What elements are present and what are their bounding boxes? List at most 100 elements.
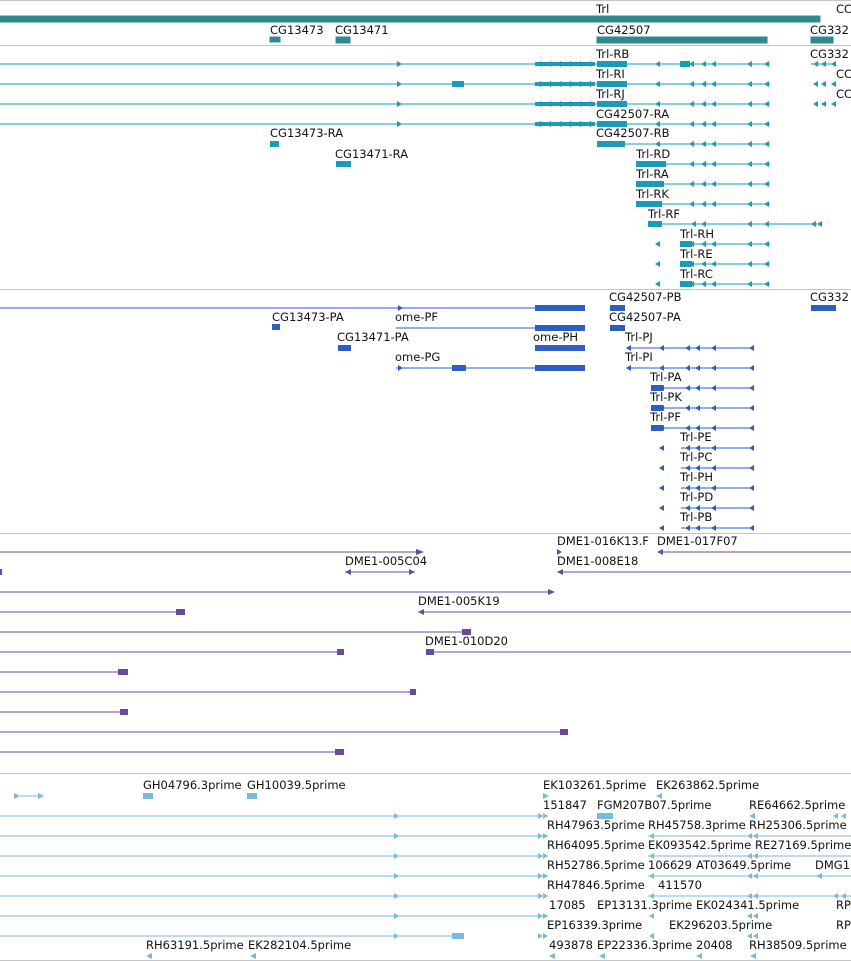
strand-arrow-icon <box>659 425 664 431</box>
strand-arrow-icon <box>711 281 716 287</box>
strand-arrow-icon <box>689 261 694 267</box>
clone-dme1-005k19[interactable] <box>418 609 851 615</box>
est-row-1[interactable] <box>14 793 662 799</box>
label-ep13131: EP13131.3prime <box>597 898 692 912</box>
transcript-trl-re[interactable] <box>680 261 770 267</box>
strand-arrow-icon <box>655 121 660 127</box>
label-at03649: AT03649.5prime <box>696 858 791 872</box>
clone-row-2-stub[interactable] <box>0 569 2 575</box>
protein-track[interactable] <box>0 305 836 531</box>
est-exon-ticks <box>394 813 846 939</box>
clone-row-11[interactable] <box>0 749 344 755</box>
gene-cg332-bar[interactable] <box>810 36 834 44</box>
strand-arrow-icon <box>626 345 631 351</box>
clone-row-4[interactable] <box>0 609 185 615</box>
strand-arrow-icon <box>394 893 399 899</box>
strand-arrow-icon <box>655 161 660 167</box>
strand-arrow-icon <box>398 305 403 311</box>
label-trl-re: Trl-RE <box>679 247 713 261</box>
gene-cg13471-glyph[interactable] <box>335 36 351 44</box>
label-trl-pb: Trl-PB <box>679 510 712 524</box>
strand-arrow-icon <box>689 241 694 247</box>
protein-trl-pa[interactable] <box>651 385 754 391</box>
est-row-8[interactable] <box>0 933 464 939</box>
transcript-track[interactable] <box>0 61 836 287</box>
strand-arrow-icon <box>695 365 700 371</box>
strand-arrow-icon <box>659 505 664 511</box>
strand-arrow-icon <box>397 101 402 107</box>
strand-arrow-icon <box>747 933 752 939</box>
transcript-trl-rb[interactable] <box>0 61 770 67</box>
strand-arrow-icon <box>749 525 754 531</box>
strand-arrow-icon <box>394 913 399 919</box>
est-row-5[interactable] <box>0 873 851 879</box>
est-row-2[interactable] <box>0 813 755 819</box>
gene-label-cut: CC <box>836 2 851 16</box>
strand-arrow-icon <box>831 101 836 107</box>
transcript-trl-rc[interactable] <box>680 281 770 287</box>
label-trl-pk: Trl-PK <box>649 390 682 404</box>
strand-arrow-icon <box>560 101 565 107</box>
strand-arrow-icon <box>711 485 716 491</box>
strand-arrow-icon <box>655 281 660 287</box>
protein-trl-pk[interactable] <box>651 405 754 411</box>
strand-arrow-icon <box>833 893 838 899</box>
label-ep16339: EP16339.3prime <box>547 918 642 932</box>
strand-arrow-icon <box>695 345 700 351</box>
label-cg42507-ra: CG42507-RA <box>596 107 669 121</box>
gene-cg42507-bar[interactable] <box>596 36 768 44</box>
strand-arrow-icon <box>749 485 754 491</box>
gene-cg13473-glyph[interactable] <box>269 36 281 43</box>
protein-cg42507-pb[interactable] <box>610 305 625 311</box>
transcript-trl-rh[interactable] <box>680 241 770 247</box>
label-trl-rb: Trl-RB <box>595 47 629 61</box>
transcript-cg13473-ra[interactable] <box>270 141 279 147</box>
transcript-cg13471-ra[interactable] <box>336 161 351 167</box>
strand-arrow-icon <box>711 465 716 471</box>
label-cg13471-pa: CG13471-PA <box>337 330 409 344</box>
clone-track[interactable] <box>0 549 851 755</box>
clone-row-6[interactable] <box>0 649 344 655</box>
strand-arrow-icon <box>550 81 555 87</box>
strand-arrow-icon <box>560 345 565 351</box>
strand-arrow-icon <box>711 121 716 127</box>
strand-arrow-icon <box>659 465 664 471</box>
strand-arrow-icon <box>764 161 769 167</box>
label-rh47846: RH47846.5prime <box>547 878 645 892</box>
strand-arrow-icon <box>841 813 846 819</box>
clone-dme1-005c04[interactable] <box>345 569 415 575</box>
clone-dme1-008e18[interactable] <box>557 569 851 575</box>
strand-arrow-icon <box>747 181 752 187</box>
protein-ome-pg[interactable] <box>396 365 585 371</box>
protein-cg13473-pa[interactable] <box>272 324 280 330</box>
gene-label-cg42507: CG42507 <box>597 23 651 37</box>
protein-trl-pf[interactable] <box>651 425 754 431</box>
label-trl-rc: Trl-RC <box>679 267 713 281</box>
gene-trl-bar[interactable] <box>0 15 821 23</box>
strand-arrow-icon <box>695 445 700 451</box>
transcript-trl-ri[interactable] <box>0 81 770 87</box>
protein-cg42507-pa[interactable] <box>610 325 625 331</box>
strand-arrow-icon <box>550 61 555 67</box>
est-row-9[interactable] <box>146 953 756 959</box>
gene-track[interactable]: Trl CG13473 CG13471 CG42507 CG332 CC <box>0 2 851 44</box>
clone-row-1[interactable] <box>0 549 424 555</box>
strand-arrow-icon <box>711 345 716 351</box>
clone-row-7[interactable] <box>0 669 128 675</box>
clone-row-9[interactable] <box>0 709 128 715</box>
strand-arrow-icon <box>649 833 654 839</box>
strand-arrow-icon <box>689 121 694 127</box>
clone-row-5[interactable] <box>0 629 471 635</box>
clone-dme1-017f07[interactable] <box>657 549 851 555</box>
clone-dme1-016k13[interactable] <box>557 549 562 555</box>
label-17085: 17085 <box>549 898 586 912</box>
transcript-cg42507-rb[interactable] <box>597 141 770 147</box>
clone-row-8[interactable] <box>0 689 416 695</box>
clone-dme1-010d20[interactable] <box>426 649 851 655</box>
est-track[interactable] <box>0 793 851 959</box>
protein-cg13471-pa[interactable] <box>338 345 351 351</box>
clone-row-10[interactable] <box>0 729 568 735</box>
transcript-trl-rf[interactable] <box>648 221 822 227</box>
clone-row-3[interactable] <box>0 589 555 595</box>
